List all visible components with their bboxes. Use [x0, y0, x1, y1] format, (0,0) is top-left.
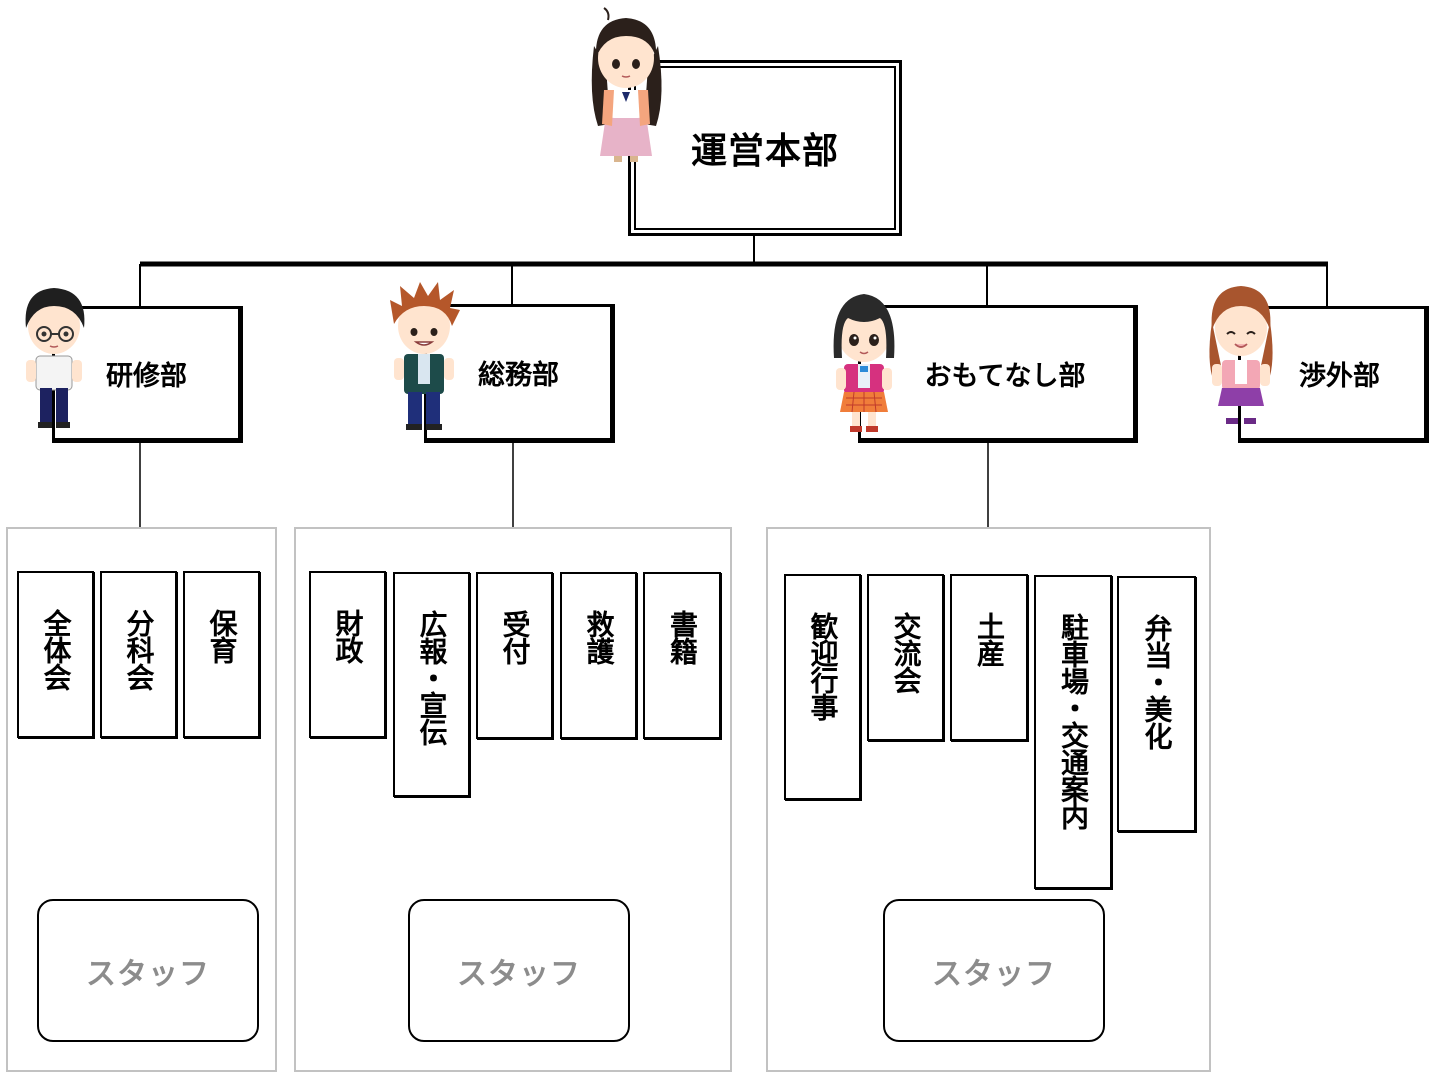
section-box: 土産 [950, 574, 1028, 741]
chibi-hq-girl-icon [591, 7, 662, 162]
section-box: 歓迎行事 [784, 574, 861, 800]
staff-label: スタッフ [932, 956, 1056, 992]
section-box: 保育 [183, 571, 260, 738]
section-label: 受付 [498, 610, 532, 664]
chibi-smiling-girl-icon [1209, 286, 1273, 424]
section-box: 分科会 [100, 571, 177, 738]
section-box: 全体会 [17, 571, 94, 738]
dept-label: 渉外部 [1299, 361, 1380, 392]
dept-somu: 総務部 [424, 304, 615, 443]
section-box: 交流会 [867, 574, 944, 741]
chibi-bob-girl-icon [833, 294, 895, 432]
section-label: 全体会 [39, 609, 73, 690]
staff-box: スタッフ [883, 899, 1105, 1042]
chibi-spiky-boy-icon [390, 282, 460, 430]
section-label: 財政 [331, 609, 365, 663]
chibi-glasses-boy-icon [25, 288, 85, 428]
dept-omotenashi: おもてなし部 [858, 305, 1138, 443]
section-label: 弁当・美化 [1140, 614, 1174, 749]
section-label: 救護 [582, 610, 616, 664]
hq-label: 運営本部 [690, 130, 839, 172]
section-box: 駐車場・交通案内 [1034, 575, 1112, 889]
dept-label: おもてなし部 [924, 360, 1086, 392]
section-label: 土産 [973, 612, 1006, 666]
section-label: 分科会 [122, 609, 156, 690]
section-label: 交流会 [889, 612, 923, 693]
hq-box: 運営本部 [628, 60, 902, 236]
section-box: 救護 [560, 572, 637, 739]
staff-box: スタッフ [408, 899, 630, 1042]
section-label: 保育 [205, 609, 239, 663]
section-label: 書籍 [666, 610, 699, 664]
section-box: 広報・宣伝 [393, 572, 470, 797]
section-box: 財政 [309, 571, 386, 738]
section-label: 歓迎行事 [806, 612, 840, 720]
section-label: 広報・宣伝 [415, 610, 449, 745]
dept-label: 総務部 [478, 360, 559, 391]
section-label: 駐車場・交通案内 [1057, 613, 1090, 829]
staff-box: スタッフ [37, 899, 259, 1042]
dept-label: 研修部 [106, 361, 187, 392]
section-box: 書籍 [643, 572, 721, 739]
staff-label: スタッフ [457, 956, 581, 992]
section-box: 受付 [476, 572, 553, 739]
section-box: 弁当・美化 [1117, 576, 1196, 832]
staff-label: スタッフ [86, 956, 210, 992]
